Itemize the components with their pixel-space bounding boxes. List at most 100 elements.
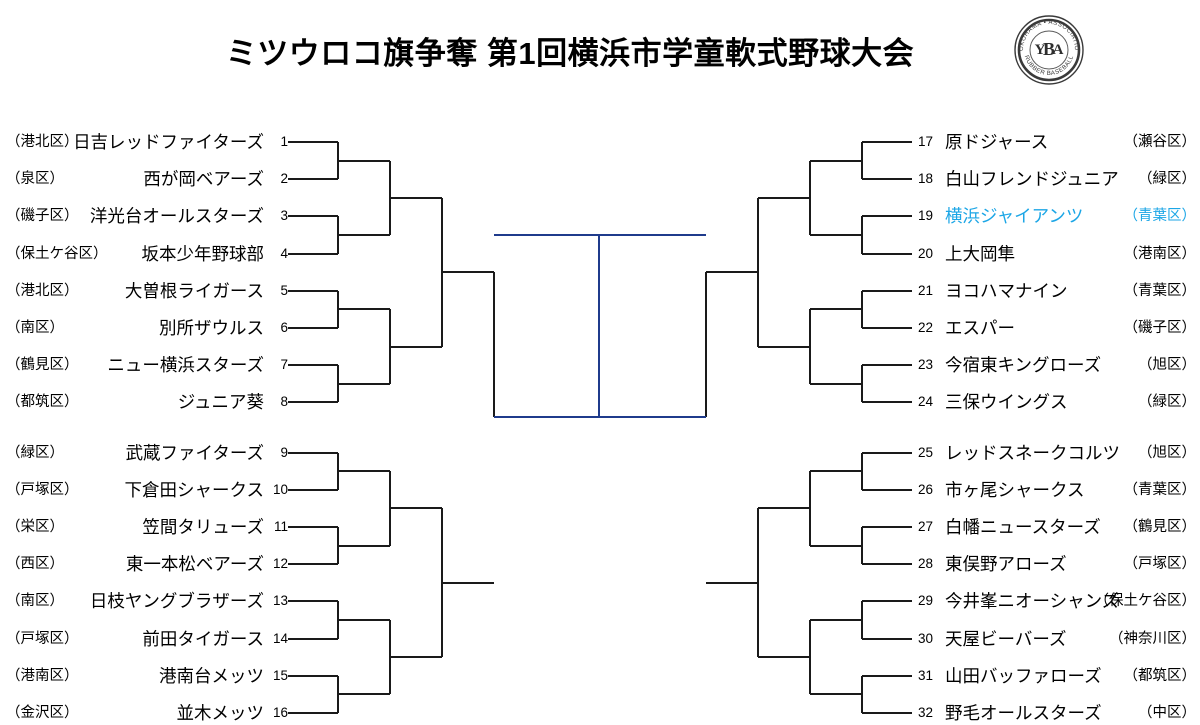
left-r2-top-2: [338, 470, 390, 472]
svg-text:Y: Y: [1035, 42, 1046, 58]
team-ward-13: （南区）: [6, 593, 64, 610]
svg-text:A: A: [1053, 42, 1064, 58]
team-seed-7: 7: [280, 357, 288, 373]
team-name-12: 東一本松ベアーズ: [125, 554, 264, 575]
right-r2-top-2: [810, 470, 862, 472]
left-r1-bottom-5: [288, 563, 338, 565]
team-ward-15: （港南区）: [6, 667, 79, 684]
right-r1-join-6: [861, 601, 863, 639]
right-r1-join-2: [861, 290, 863, 328]
team-name-7: ニュー横浜スターズ: [107, 355, 264, 376]
team-ward-11: （栄区）: [6, 519, 64, 535]
team-seed-19: 19: [918, 208, 934, 224]
right-r4-top: [706, 271, 758, 273]
team-ward-25: （旭区）: [1138, 444, 1196, 461]
final-center-stem: [598, 235, 600, 417]
team-name-24: 三保ウイングス: [945, 392, 1068, 413]
right-r2-join-1: [809, 309, 811, 384]
right-r1-join-5: [861, 527, 863, 565]
team-ward-24: （緑区）: [1138, 394, 1196, 411]
page-title: ミツウロコ旗争奪 第1回横浜市学童軟式野球大会: [225, 36, 915, 71]
team-ward-32: （中区）: [1138, 705, 1196, 721]
left-r1-bottom-6: [288, 638, 338, 640]
team-seed-14: 14: [272, 630, 288, 646]
left-r1-bottom-3: [288, 401, 338, 403]
team-name-13: 日枝ヤングブラザーズ: [89, 591, 264, 612]
right-r1-bottom-7: [862, 712, 912, 714]
team-seed-1: 1: [280, 134, 288, 149]
right-r1-bottom-0: [862, 178, 912, 180]
team-seed-29: 29: [918, 593, 934, 609]
team-ward-26: （青葉区）: [1123, 481, 1197, 498]
left-r2-bottom-0: [338, 234, 390, 236]
right-r2-bottom-0: [810, 234, 862, 236]
team-name-16: 並木メッツ: [176, 703, 265, 723]
team-name-5: 大曽根ライガース: [124, 280, 264, 301]
champion-bar: [494, 234, 706, 236]
right-r2-join-0: [809, 160, 811, 235]
team-name-6: 別所ザウルス: [159, 318, 264, 338]
left-r2-bottom-1: [338, 383, 390, 385]
right-r1-join-0: [861, 142, 863, 180]
team-name-10: 下倉田シャークス: [124, 479, 264, 500]
left-r3-bottom-1: [390, 656, 442, 658]
left-r1-bottom-2: [288, 327, 338, 329]
right-r1-join-7: [861, 675, 863, 713]
team-ward-16: （金沢区）: [6, 705, 79, 721]
team-name-22: エスパー: [945, 318, 1015, 338]
team-seed-6: 6: [280, 320, 288, 335]
right-r2-top-0: [810, 160, 862, 162]
team-ward-2: （泉区）: [6, 171, 64, 188]
left-r2-top-0: [338, 160, 390, 162]
team-ward-14: （戸塚区）: [6, 630, 79, 647]
team-ward-28: （戸塚区）: [1123, 556, 1197, 573]
team-name-2: 西が岡ベアーズ: [143, 169, 264, 190]
right-r1-top-5: [862, 526, 912, 528]
team-entry-24[interactable]: （緑区） 三保ウイングス 24: [908, 390, 1200, 414]
right-r3-join-1: [757, 508, 759, 658]
team-seed-24: 24: [918, 394, 934, 410]
right-r2-bottom-1: [810, 383, 862, 385]
team-entry-7[interactable]: （鶴見区） ニュー横浜スターズ 7: [0, 353, 290, 377]
right-r2-bottom-2: [810, 545, 862, 547]
team-ward-7: （鶴見区）: [6, 357, 79, 374]
right-r1-top-3: [862, 364, 912, 366]
right-r3-bottom-1: [758, 656, 810, 658]
left-r1-bottom-7: [288, 712, 338, 714]
left-semifinal-stem: [493, 272, 495, 417]
team-name-21: ヨコハマナイン: [945, 280, 1068, 301]
left-r2-top-1: [338, 308, 390, 310]
team-ward-10: （戸塚区）: [6, 481, 79, 498]
